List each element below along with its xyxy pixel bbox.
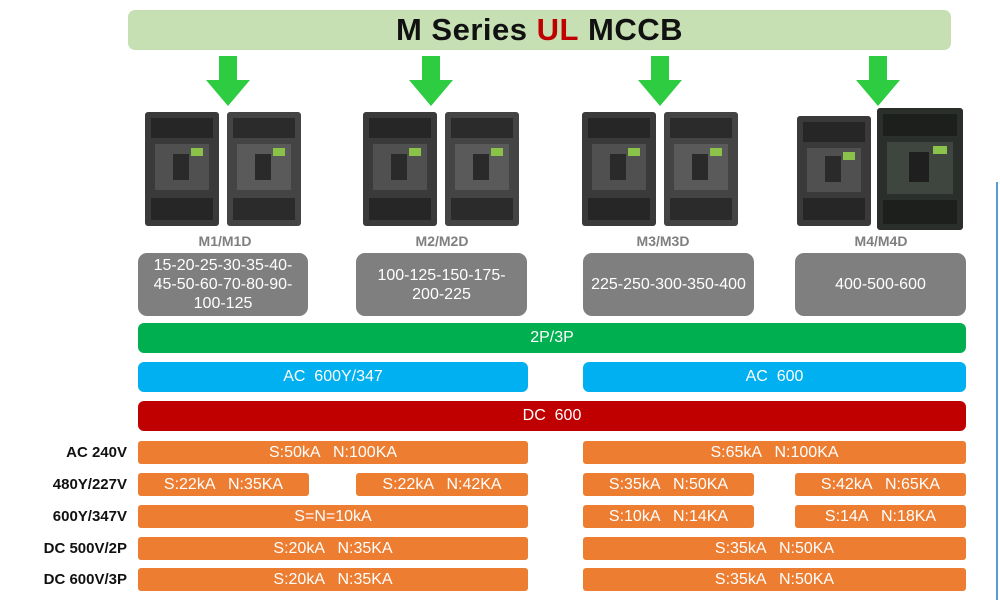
rating-bar: S:20kA N:35KA	[138, 537, 528, 560]
ratings-box-m2: 100-125-150-175-200-225	[356, 253, 527, 316]
page-title: M Series UL MCCB	[128, 10, 951, 50]
rating-bar: S=N=10kA	[138, 505, 528, 528]
ratings-box-m4: 400-500-600	[795, 253, 966, 316]
rating-bar: S:20kA N:35KA	[138, 568, 528, 591]
breaker-icon	[145, 112, 219, 226]
title-ul: UL	[536, 12, 579, 47]
rating-bar: S:10kA N:14KA	[583, 505, 754, 528]
row-label-dc500: DC 500V/2P	[43, 540, 127, 557]
poles-band: 2P/3P	[138, 323, 966, 353]
product-image-m4	[797, 108, 963, 230]
edge-divider	[996, 182, 998, 600]
breaker-icon	[363, 112, 437, 226]
rating-bar: S:22kA N:35KA	[138, 473, 309, 496]
rating-bar: S:35kA N:50KA	[583, 568, 966, 591]
arrow-down-icon	[206, 56, 250, 106]
ac-band-right: AC 600	[583, 362, 966, 392]
model-label-m3: M3/M3D	[636, 233, 690, 249]
rating-bar: S:14A N:18KA	[795, 505, 966, 528]
row-label-dc600: DC 600V/3P	[43, 571, 127, 588]
breaker-icon	[227, 112, 301, 226]
rating-bar: S:22kA N:42KA	[356, 473, 528, 496]
ratings-box-m1: 15-20-25-30-35-40-45-50-60-70-80-90-100-…	[138, 253, 308, 316]
row-label-600y: 600Y/347V	[52, 508, 127, 525]
product-image-m3	[582, 108, 742, 230]
title-suffix: MCCB	[578, 12, 684, 47]
dc-band: DC 600	[138, 401, 966, 431]
rating-bar: S:42kA N:65KA	[795, 473, 966, 496]
breaker-icon	[582, 112, 656, 226]
arrow-down-icon	[638, 56, 682, 106]
arrow-down-icon	[409, 56, 453, 106]
breaker-icon	[877, 108, 963, 230]
row-label-ac240: AC 240V	[66, 444, 127, 461]
rating-bar: S:65kA N:100KA	[583, 441, 966, 464]
rating-bar: S:35kA N:50KA	[583, 473, 754, 496]
model-label-m2: M2/M2D	[415, 233, 469, 249]
rating-bar: S:35kA N:50KA	[583, 537, 966, 560]
product-image-m2	[363, 108, 523, 230]
rating-bar: S:50kA N:100KA	[138, 441, 528, 464]
row-label-480y: 480Y/227V	[52, 476, 127, 493]
arrow-down-icon	[856, 56, 900, 106]
product-image-m1	[145, 108, 305, 230]
breaker-icon	[445, 112, 519, 226]
model-label-m4: M4/M4D	[854, 233, 908, 249]
breaker-icon	[664, 112, 738, 226]
ratings-box-m3: 225-250-300-350-400	[583, 253, 754, 316]
title-prefix: M Series	[395, 12, 537, 47]
model-label-m1: M1/M1D	[198, 233, 252, 249]
ac-band-left: AC 600Y/347	[138, 362, 528, 392]
breaker-icon	[797, 116, 871, 226]
